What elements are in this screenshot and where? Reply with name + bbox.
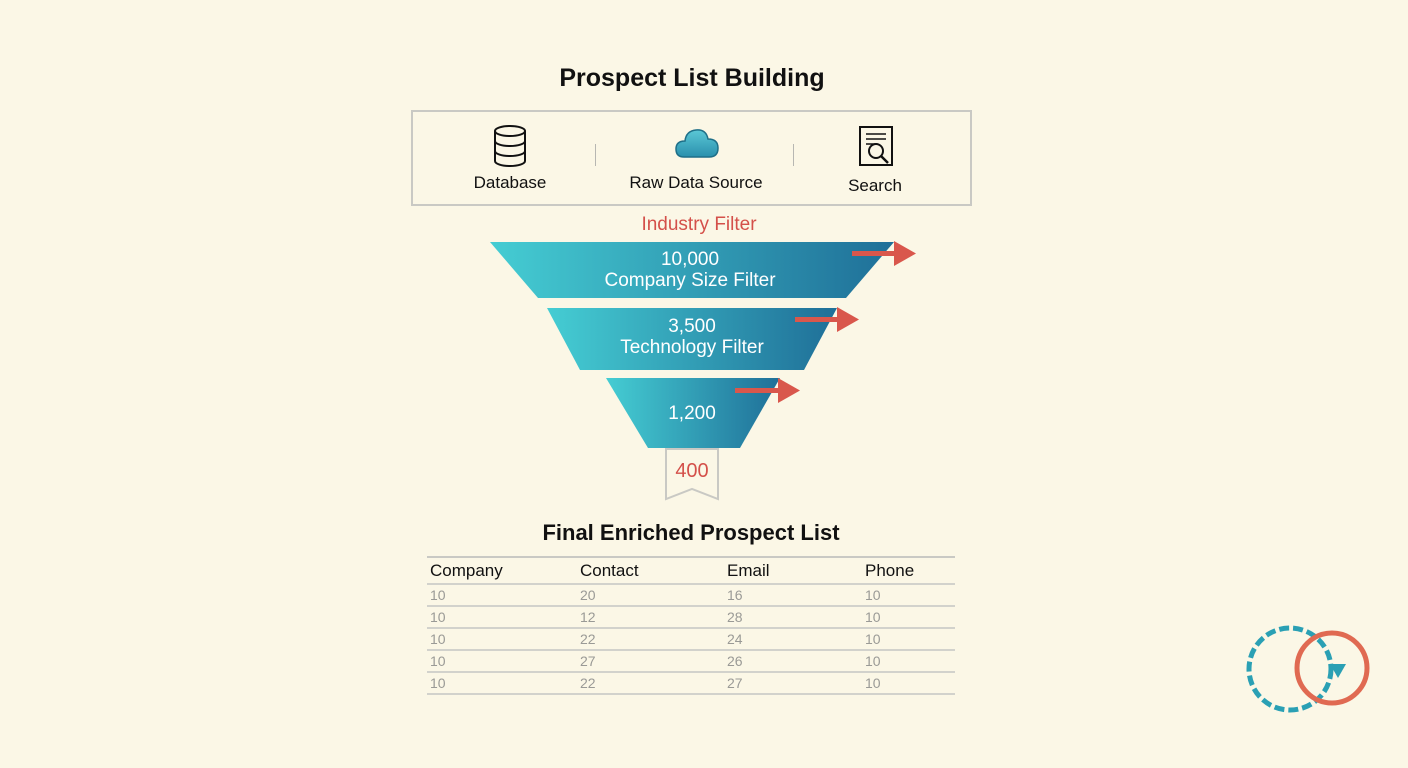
funnel-stage-3-text: 1,200	[592, 403, 792, 424]
stage-1-label: Company Size Filter	[604, 270, 776, 291]
table-cell: 10	[430, 653, 446, 669]
source-label-raw-data: Raw Data Source	[629, 173, 763, 192]
table-cell: 10	[865, 675, 881, 691]
column-header-phone: Phone	[865, 561, 915, 580]
search-document-icon	[859, 126, 893, 166]
page-title: Prospect List Building	[559, 64, 825, 92]
industry-filter-label: Industry Filter	[641, 214, 757, 235]
arrow-icon	[795, 307, 859, 332]
table-cell: 10	[865, 609, 881, 625]
source-raw-data[interactable]: Raw Data Source	[625, 112, 767, 208]
sync-cycle-icon	[1246, 625, 1370, 713]
table-cell: 27	[580, 653, 596, 669]
funnel-stage-3	[606, 378, 780, 448]
table-cell: 12	[580, 609, 596, 625]
table-cell: 27	[727, 675, 743, 691]
source-label-search: Search	[848, 176, 902, 195]
funnel-stage-1	[490, 242, 894, 298]
table-row: 10 20 16 10	[427, 585, 955, 607]
table-cell: 10	[430, 587, 446, 603]
table-cell: 10	[865, 631, 881, 647]
table-cell: 28	[727, 609, 743, 625]
funnel-result-value: 400	[675, 460, 709, 482]
arrow-icon	[735, 378, 800, 403]
source-search[interactable]: Search	[833, 112, 917, 208]
table-cell: 10	[865, 653, 881, 669]
table-row: 10 12 28 10	[427, 607, 955, 629]
table-cell: 10	[430, 609, 446, 625]
source-label-database: Database	[473, 173, 547, 192]
stage-2-label: Technology Filter	[620, 337, 764, 358]
divider	[595, 144, 596, 166]
cloud-icon	[675, 129, 719, 158]
funnel-stage-2-text: 3,500 Technology Filter	[592, 316, 792, 358]
divider	[793, 144, 794, 166]
result-tag	[665, 448, 719, 501]
table-cell: 16	[727, 587, 743, 603]
data-sources-panel: Database Raw Data Source Search	[411, 110, 972, 206]
column-header-email: Email	[727, 561, 770, 580]
prospect-list-title: Final Enriched Prospect List	[542, 520, 840, 545]
table-cell: 24	[727, 631, 743, 647]
prospect-table: Company Contact Email Phone 10 20 16 10 …	[427, 556, 955, 695]
table-cell: 20	[580, 587, 596, 603]
column-header-contact: Contact	[580, 561, 639, 580]
table-cell: 10	[865, 587, 881, 603]
stage-1-value: 10,000	[660, 249, 720, 270]
column-header-company: Company	[430, 561, 503, 580]
table-cell: 22	[580, 675, 596, 691]
source-database[interactable]: Database	[465, 112, 555, 208]
database-icon	[494, 125, 526, 167]
table-row: 10 22 24 10	[427, 629, 955, 651]
table-cell: 26	[727, 653, 743, 669]
stage-3-value: 1,200	[668, 403, 716, 424]
table-row: 10 27 26 10	[427, 651, 955, 673]
stage-2-value: 3,500	[668, 316, 716, 337]
table-row: 10 22 27 10	[427, 673, 955, 695]
funnel-stage-2	[547, 308, 837, 370]
funnel-stage-1-text: 10,000 Company Size Filter	[590, 249, 790, 291]
arrow-icon	[852, 241, 916, 266]
table-cell: 22	[580, 631, 596, 647]
table-cell: 10	[430, 631, 446, 647]
table-cell: 10	[430, 675, 446, 691]
table-header: Company Contact Email Phone	[427, 558, 955, 585]
